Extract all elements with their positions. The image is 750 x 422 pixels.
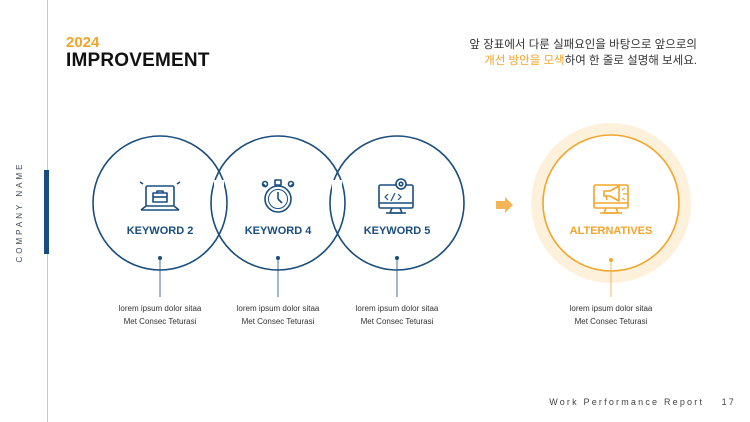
connector-dot-1 [158, 256, 162, 260]
page-number: 17 [721, 397, 736, 407]
arrow-right-icon [496, 197, 513, 213]
footer-report-title: Work Performance Report [549, 397, 705, 407]
keyword-caption-3: lorem ipsum dolor sitaa Met Consec Tetur… [327, 302, 467, 328]
megaphone-monitor-icon [593, 184, 629, 214]
footer: Work Performance Report 17 [549, 397, 736, 407]
keyword-circle-2 [210, 135, 346, 271]
description-line-2: 개선 방안을 모색하여 한 줄로 설명해 보세요. [420, 54, 697, 70]
caption-line-2: Met Consec Teturasi [241, 317, 315, 326]
caption-line-2: Met Consec Teturasi [574, 317, 648, 326]
alternatives-caption: lorem ipsum dolor sitaa Met Consec Tetur… [541, 302, 681, 328]
alternatives-label: ALTERNATIVES [569, 225, 653, 237]
caption-line-1: lorem ipsum dolor sitaa [569, 304, 653, 313]
connector-dot-2 [276, 256, 280, 260]
keyword-label-3: KEYWORD 5 [363, 225, 431, 237]
connector-dot-alternatives [609, 258, 613, 262]
stopwatch-icon [261, 179, 295, 213]
caption-line-1: lorem ipsum dolor sitaa [236, 304, 320, 313]
section-year: 2024 [66, 34, 100, 51]
keyword-circle-1 [92, 135, 228, 271]
briefcase-laptop-icon [139, 181, 181, 211]
description-line-1: 앞 장표에서 다룬 실패요인을 바탕으로 앞으로의 [469, 39, 697, 51]
code-monitor-icon [378, 178, 414, 214]
keyword-label-2: KEYWORD 4 [244, 225, 312, 237]
page-title: IMPROVEMENT [66, 50, 210, 71]
caption-line-1: lorem ipsum dolor sitaa [355, 304, 439, 313]
caption-line-2: Met Consec Teturasi [360, 317, 434, 326]
caption-line-1: lorem ipsum dolor sitaa [118, 304, 202, 313]
description-highlight: 개선 방안을 모색 [484, 54, 565, 67]
keyword-caption-1: lorem ipsum dolor sitaa Met Consec Tetur… [90, 302, 230, 328]
description-line-2-rest: 하여 한 줄로 설명해 보세요. [564, 54, 697, 67]
description: 앞 장표에서 다룬 실패요인을 바탕으로 앞으로의 개선 방안을 모색하여 한 … [420, 38, 697, 69]
keyword-caption-2: lorem ipsum dolor sitaa Met Consec Tetur… [208, 302, 348, 328]
keyword-label-1: KEYWORD 2 [126, 225, 194, 237]
sidebar-accent-bar [44, 170, 49, 254]
caption-line-2: Met Consec Teturasi [123, 317, 197, 326]
connector-dot-3 [395, 256, 399, 260]
